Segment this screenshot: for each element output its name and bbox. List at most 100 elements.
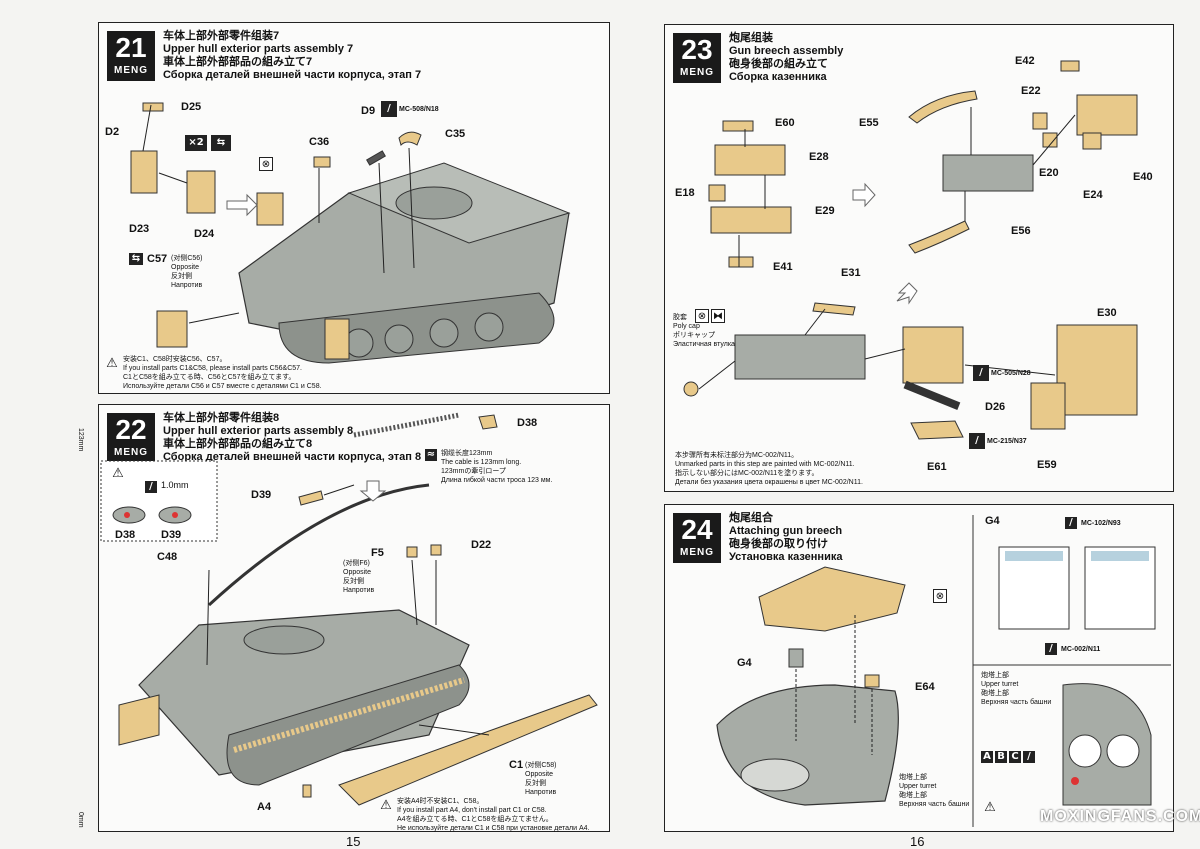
drill-point [1071,777,1079,785]
breech-assembly [758,566,906,632]
part-c36 [313,156,331,168]
no-glue-icon: ⊗ [933,589,947,603]
opposite-cn: (对侧F6) [343,560,370,567]
paint-icon: / [1023,751,1035,763]
upper-turret-note: 炮塔上部 Upper turret 砲塔上部 Верхняя часть баш… [899,773,969,809]
note-en: If you install parts C1&C58, please inst… [123,365,302,372]
step-22-titles: 车体上部外部零件组装8 Upper hull exterior parts as… [163,412,421,464]
note-ru: Используйте детали C56 и C57 вместе с де… [123,383,322,390]
label-e29: E29 [815,205,835,217]
part-d25 [142,102,164,112]
label-e55: E55 [859,117,879,129]
paint-code-1: MC-102/N93 [1081,520,1121,527]
note-cn: 安装C1、C58时安装C56、C57。 [123,356,227,363]
label-d39: D39 [251,489,272,501]
step-21-badge: 21 MENG [107,31,155,81]
part-e55 [908,90,978,124]
track-links [233,677,465,753]
part-d9 [366,150,386,166]
part-box [256,192,284,226]
warning-icon: ⚠ [984,800,996,815]
step-23-badge: 23 MENG [673,33,721,83]
step-24-header: 24 MENG 炮尾组合 Attaching gun breech 砲身後部の取… [665,505,1173,567]
assembly-arrows [206,484,490,736]
road-wheel [429,318,459,348]
road-wheel [474,312,504,342]
hatch [1068,734,1102,768]
title-ru: Установка казенника [729,551,843,563]
polycap-en: Poly cap [673,323,700,330]
label-e22: E22 [1021,85,1041,97]
cable-icon: ≈ [425,449,437,461]
label-e18: E18 [675,187,695,199]
part-c1 [338,694,598,806]
poly-cap [683,381,699,397]
note-cn: 安装A4时不安装C1、C58。 [397,798,484,805]
label-e30: E30 [1097,307,1117,319]
step-22-panel: 22 MENG 车体上部外部零件组装8 Upper hull exterior … [98,404,610,832]
step-23-header: 23 MENG 炮尾组装 Gun breech assembly 砲身後部の組み… [665,25,1173,87]
warning-icon: ⚠ [112,466,124,481]
step-number: 24 [681,514,713,545]
label-e60: E60 [775,117,795,129]
part-e29 [710,206,792,234]
step-23-illustration [683,60,1138,440]
step-number: 22 [115,414,147,445]
no-glue-icon: ⊗ [695,309,709,323]
part-d24 [186,170,216,214]
f5-opposite-note: (对侧F6) Opposite 反対側 Напротив [343,559,374,595]
drill-icon: / [145,481,157,493]
drill-size: 1.0mm [161,480,189,490]
title-ru: Сборка казенника [729,71,827,83]
brand-logo: MENG [114,447,148,458]
label-e28: E28 [809,151,829,163]
part-c56 [324,318,350,360]
part-e42 [1060,60,1080,72]
part-e22 [1032,112,1048,130]
opposite-en: Opposite [171,264,200,271]
assembly-arrows [795,615,873,755]
note-en: Unmarked parts in this step are painted … [675,461,855,468]
direction-arrow [226,193,258,217]
tow-cable-coil [353,412,460,438]
label-d26: D26 [985,401,1006,413]
note-cn: 本步骤所有未标注部分为MC-002/N11。 [675,452,799,459]
part-g4 [788,648,804,668]
opposite-jp: 反対側 [343,578,364,585]
label-e41: E41 [773,261,793,273]
assembly-arrows [698,107,1076,390]
label-d9: D9 [361,105,376,117]
part-f5 [406,546,418,558]
brand-logo: MENG [680,547,714,558]
part-e24 [1082,132,1102,150]
title-jp: 砲身後部の組み立て [729,58,828,70]
paint-icon: / [1045,643,1057,655]
opposite-ru: Напротив [171,282,203,289]
cable-ru: Длина гибкой части троса 123 мм. [441,477,553,484]
step-number: 21 [115,32,147,63]
label-d23: D23 [129,223,150,235]
label-d38: D38 [517,417,538,429]
step-22-illustration [100,412,598,806]
note-jp: C1とC58を組み立てる時、C56とC57を組み立てます。 [123,374,296,381]
marking-b: B [995,751,1007,763]
side-title-g4: G4 [985,515,1000,527]
breech-assembly [942,154,1034,192]
turret-ru: Верхняя часть башни [981,699,1052,706]
marking-c: C [1009,751,1021,763]
drill-point [172,512,178,518]
watermark: MOXINGFANS.COM [1040,808,1200,825]
label-c48: C48 [157,551,178,563]
paint-code-2: MC-215/N37 [987,438,1027,445]
page-number-right: 16 [910,834,925,849]
brand-logo: MENG [680,67,714,78]
label-e42: E42 [1015,55,1035,67]
opposite-jp: 反対側 [171,273,192,280]
label-d24: D24 [194,228,215,240]
step-23-notes: 本步骤所有未标注部分为MC-002/N11。 Unmarked parts in… [675,451,863,487]
part-d22 [430,544,442,556]
step-number: 23 [681,34,713,65]
title-ru: Сборка деталей внешней части корпуса, эт… [163,451,422,463]
polycap-cn: 胶套 [673,314,687,321]
part-e64 [864,674,880,688]
